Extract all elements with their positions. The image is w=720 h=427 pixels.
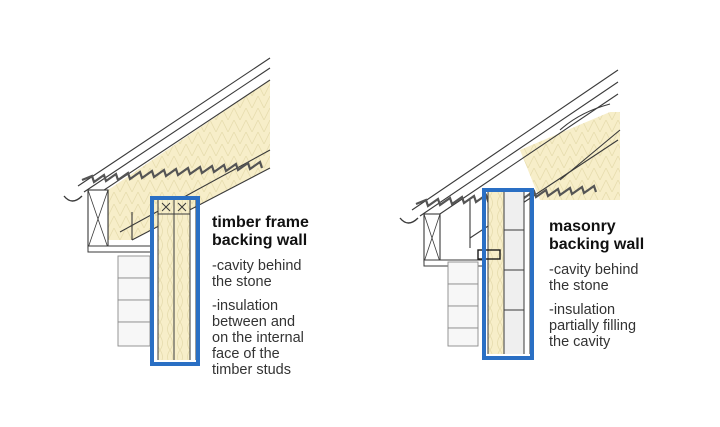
note-line: the stone <box>549 278 609 294</box>
note-insulation: -insulation partially filling the cavity <box>549 302 689 350</box>
title-line: masonry <box>549 218 616 235</box>
note-line: timber studs <box>212 362 291 378</box>
note-line: -insulation <box>212 298 279 314</box>
note-line: the cavity <box>549 334 611 350</box>
timber-frame-section <box>63 57 271 366</box>
panel-right-title: masonry backing wall <box>549 218 689 254</box>
highlight-box-left <box>150 196 200 366</box>
panel-left-text: timber frame backing wall -cavity behind… <box>212 214 352 378</box>
panel-left-title: timber frame backing wall <box>212 214 352 250</box>
note-line: between and <box>212 314 296 330</box>
highlight-box-right <box>482 188 534 360</box>
note-cavity: -cavity behind the stone <box>212 258 352 290</box>
note-line: -insulation <box>549 302 616 318</box>
note-line: -cavity behind <box>549 262 639 278</box>
note-insulation: -insulation between and on the internal … <box>212 298 352 378</box>
soffit-left <box>87 245 153 253</box>
note-line: on the internal <box>212 330 304 346</box>
note-line: -cavity behind <box>212 258 302 274</box>
note-line: face of the <box>212 346 280 362</box>
panel-right-text: masonry backing wall -cavity behind the … <box>549 218 689 350</box>
wall-tie-detail <box>477 249 501 260</box>
note-line: partially filling <box>549 318 637 334</box>
gutter-right <box>399 217 419 224</box>
stone-wall-right <box>447 261 479 347</box>
roof-tiles-left <box>81 160 264 184</box>
note-cavity: -cavity behind the stone <box>549 262 689 294</box>
title-line: timber frame <box>212 214 309 231</box>
title-line: backing wall <box>549 236 645 253</box>
masonry-section <box>399 69 621 360</box>
note-line: the stone <box>212 274 272 290</box>
masonry-block-right <box>504 192 524 354</box>
title-line: backing wall <box>212 232 308 249</box>
gutter-left <box>63 195 83 202</box>
stone-wall-left <box>117 255 151 347</box>
